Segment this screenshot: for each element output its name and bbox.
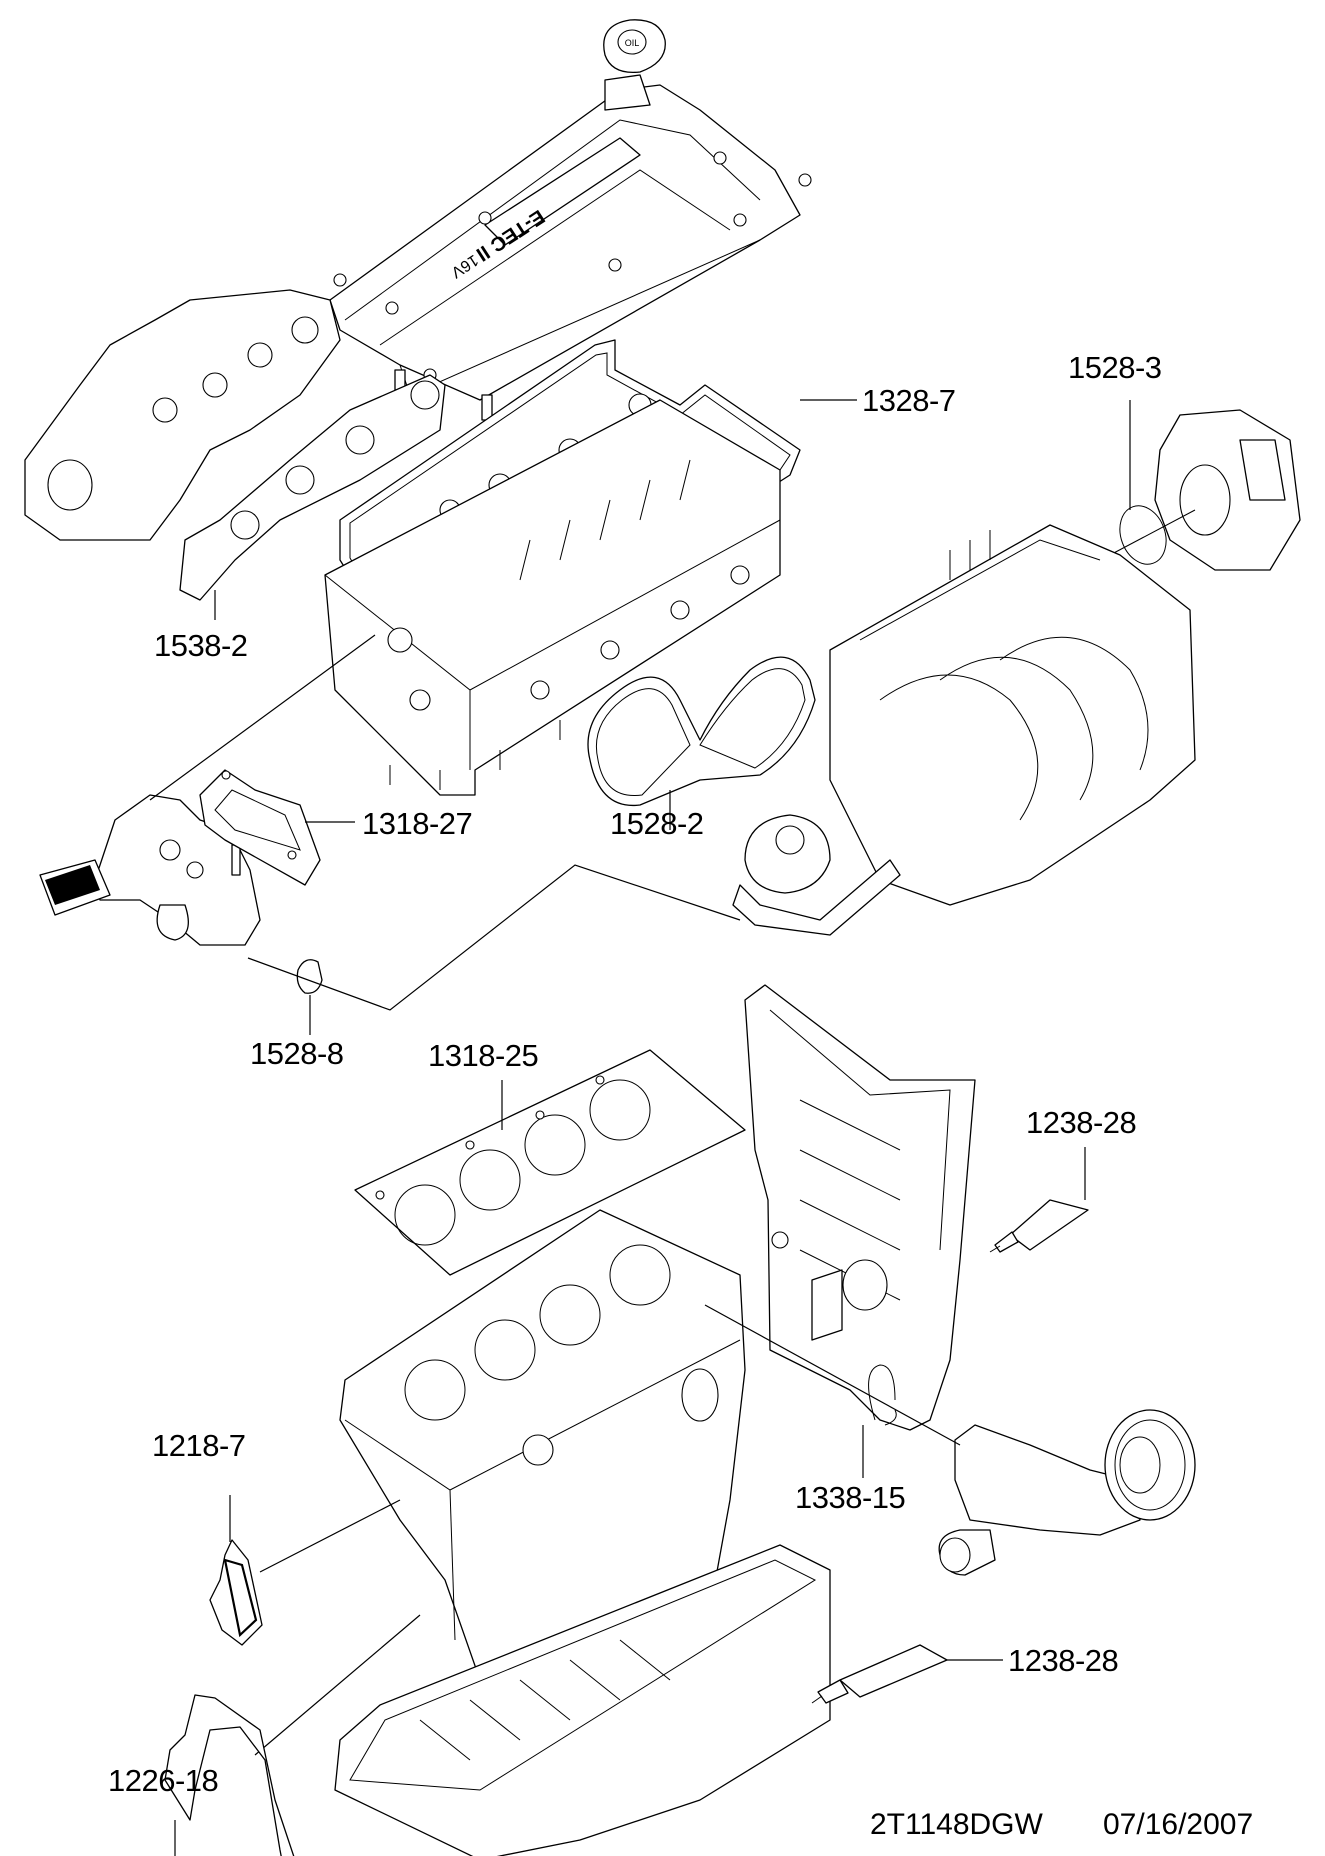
callout-1238-28-upper: 1238-28 (1026, 1105, 1137, 1140)
sealant-tube-upper (989, 1199, 1089, 1253)
egr-gasket (296, 959, 323, 994)
callout-1318-25: 1318-25 (428, 1038, 539, 1073)
water-pump (938, 1409, 1196, 1576)
callout-1538-2: 1538-2 (154, 628, 248, 663)
callout-1218-7: 1218-7 (152, 1428, 246, 1463)
thermostat-housing-gasket (199, 769, 321, 886)
oil-filter-alignment-line (259, 1499, 401, 1573)
timing-chain-cover (744, 984, 976, 1431)
throttle-body-o-ring (1109, 505, 1196, 565)
intake-manifold (732, 524, 1196, 936)
egr-alignment-line (247, 864, 741, 1011)
water-pump-alignment-line (704, 1304, 961, 1446)
sealant-tube-lower (811, 1644, 948, 1704)
rear-seal-alignment-line (254, 1614, 421, 1756)
exhaust-manifold-gasket (179, 374, 446, 601)
thermostat-alignment-line (149, 634, 376, 801)
callout-1328-7: 1328-7 (862, 383, 956, 418)
callout-1338-15: 1338-15 (795, 1480, 906, 1515)
callout-1528-3: 1528-3 (1068, 350, 1162, 385)
callout-1238-28-lower: 1238-28 (1008, 1643, 1119, 1678)
engine-block (334, 1209, 831, 1856)
callout-1226-18: 1226-18 (108, 1763, 219, 1798)
throttle-body (1154, 409, 1301, 571)
cylinder-head (324, 399, 781, 796)
water-pump-o-ring (868, 1364, 897, 1426)
oil-pan (334, 1544, 831, 1856)
callout-1318-27: 1318-27 (362, 806, 473, 841)
drawing-date: 07/16/2007 (1103, 1808, 1254, 1841)
cylinder-head-gasket (354, 1049, 746, 1276)
callout-1528-8: 1528-8 (250, 1036, 344, 1071)
oil-cap-text: OIL (625, 38, 640, 48)
exhaust-manifold (24, 289, 341, 541)
rear-seal-housing-gasket (164, 1694, 295, 1856)
drawing-id: 2T1148DGW (870, 1808, 1043, 1841)
callout-1528-2: 1528-2 (610, 806, 704, 841)
oil-filler-cap: OIL (603, 19, 666, 74)
intake-manifold-gasket (587, 656, 816, 807)
oil-filter-adapter-gasket (209, 1539, 263, 1646)
valve-cover: E-TEC II 16V OIL (329, 19, 812, 421)
